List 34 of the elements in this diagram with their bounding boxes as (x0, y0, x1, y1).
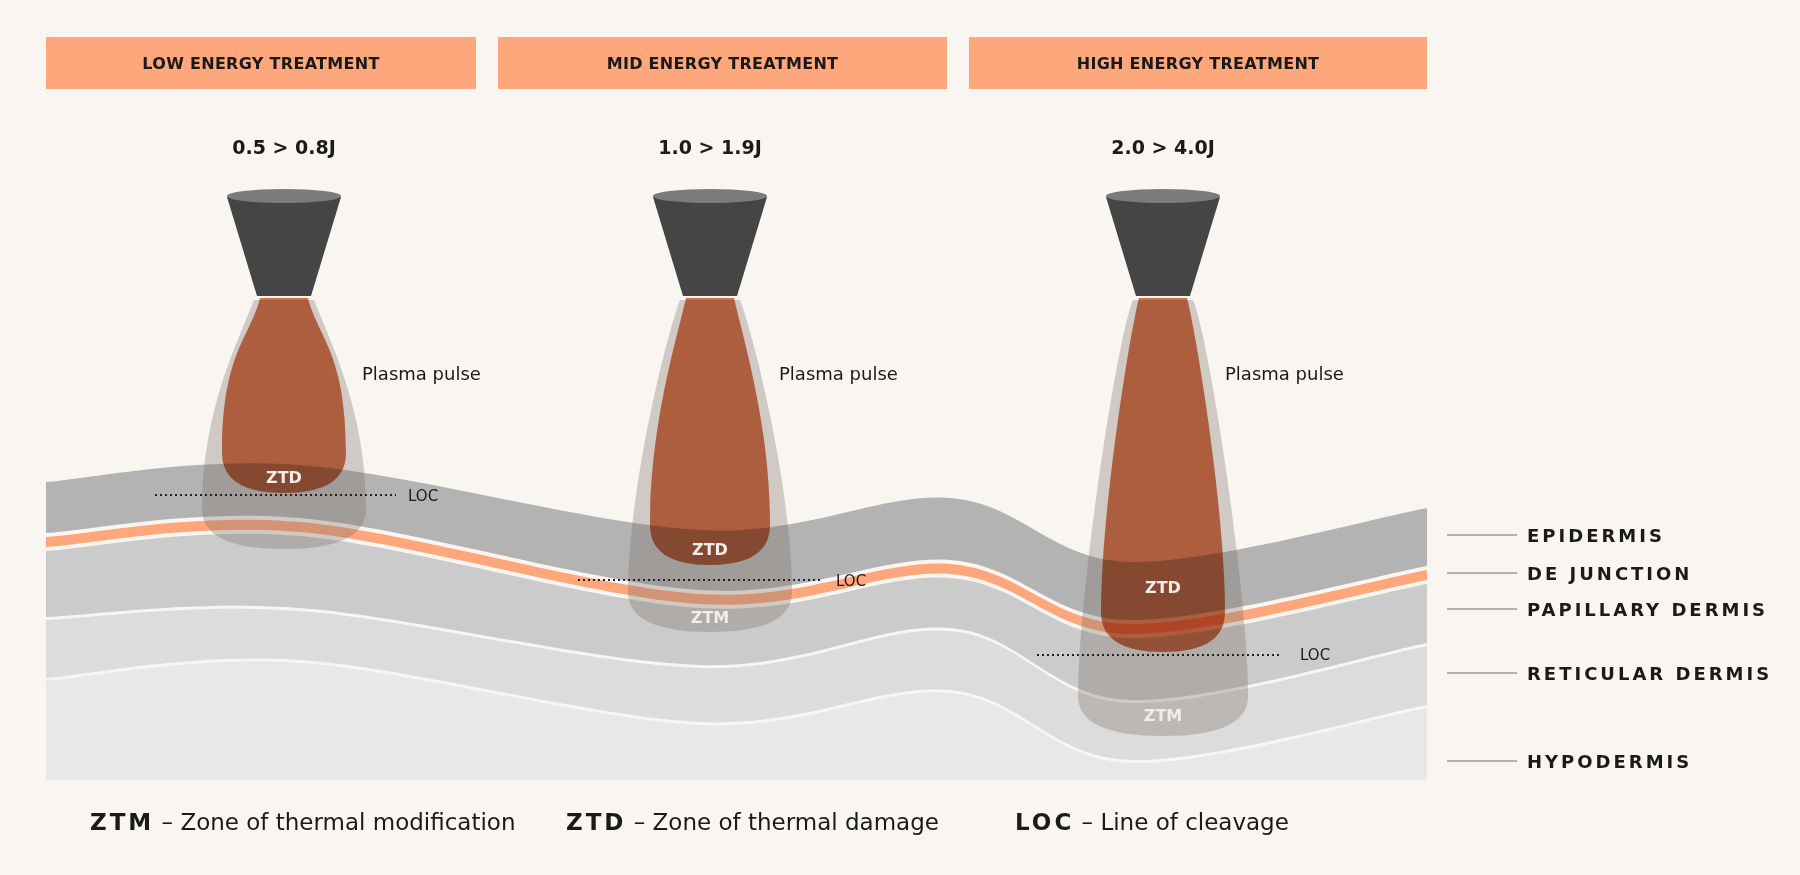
zone-label: ZTM (1143, 705, 1183, 725)
energy-range: 1.0 > 1.9J (658, 136, 762, 158)
leader-line (1446, 534, 1518, 536)
cleavage-label: LOC (1300, 646, 1331, 664)
plasma-pulse-label: Plasma pulse (779, 362, 898, 384)
skin-layer (46, 519, 1427, 634)
treatment-header: LOW ENERGY TREATMENT (46, 37, 476, 89)
skin-layer (46, 608, 1427, 760)
zone-label: ZTD (266, 467, 302, 487)
zone-label: ZTD (1145, 577, 1181, 597)
energy-range: 2.0 > 4.0J (1111, 136, 1215, 158)
cleavage-label: LOC (836, 572, 867, 590)
plasma-pulse-label: Plasma pulse (1225, 362, 1344, 384)
leader-line (1446, 672, 1518, 674)
zone-label: ZTM (690, 607, 730, 627)
layer-label: DE JUNCTION (1527, 562, 1693, 584)
zone-label: ZTD (692, 539, 728, 559)
leader-line (1446, 760, 1518, 762)
layer-label: EPIDERMIS (1527, 524, 1665, 546)
legend-text: LOC – Line of cleavage (1015, 809, 1289, 835)
layer-label: RETICULAR DERMIS (1527, 662, 1773, 684)
layer-label: PAPILLARY DERMIS (1527, 598, 1769, 620)
legend-text: ZTM – Zone of thermal modification (90, 809, 516, 835)
leader-line (1446, 572, 1518, 574)
legend-text: ZTD – Zone of thermal damage (566, 809, 939, 835)
treatment-header: MID ENERGY TREATMENT (498, 37, 947, 89)
skin-layer (46, 661, 1427, 780)
layer-label: HYPODERMIS (1527, 750, 1693, 772)
leader-line (1446, 608, 1518, 610)
cleavage-label: LOC (408, 487, 439, 505)
energy-range: 0.5 > 0.8J (232, 136, 336, 158)
plasma-pulse-label: Plasma pulse (362, 362, 481, 384)
treatment-header: HIGH ENERGY TREATMENT (969, 37, 1427, 89)
skin-layer (46, 533, 1427, 700)
